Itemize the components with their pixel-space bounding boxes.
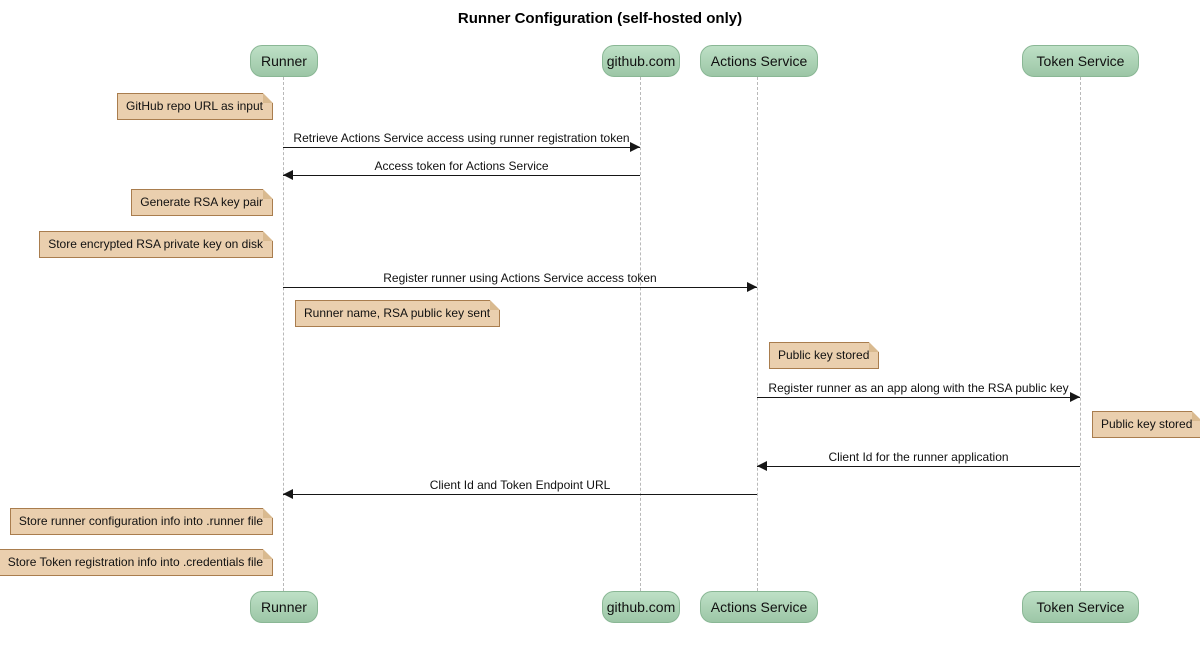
arrowhead-right-icon [747, 282, 757, 292]
note-store-credentials-file: Store Token registration info into .cred… [0, 549, 274, 576]
participant-github-bottom: github.com [602, 591, 680, 623]
lifeline-runner [283, 77, 284, 591]
message-label-register-runner: Register runner using Actions Service ac… [383, 271, 657, 285]
message-line [283, 287, 757, 288]
participant-actions-service-top: Actions Service [700, 45, 818, 77]
note-generate-rsa: Generate RSA key pair [131, 189, 273, 216]
message-label-register-app: Register runner as an app along with the… [768, 381, 1069, 395]
message-line [757, 466, 1080, 467]
message-label-access-token: Access token for Actions Service [374, 159, 549, 173]
diagram-title: Runner Configuration (self-hosted only) [457, 10, 743, 27]
participant-actions-service-bottom: Actions Service [700, 591, 818, 623]
message-line [283, 175, 640, 176]
note-store-runner-file: Store runner configuration info into .ru… [9, 508, 274, 535]
arrowhead-left-icon [283, 170, 293, 180]
arrowhead-right-icon [1070, 392, 1080, 402]
participant-token-service-top: Token Service [1022, 45, 1139, 77]
participant-github-top: github.com [602, 45, 680, 77]
note-public-key-stored-actions: Public key stored [769, 342, 880, 369]
arrowhead-left-icon [757, 461, 767, 471]
message-label-retrieve-access: Retrieve Actions Service access using ru… [293, 131, 630, 145]
participant-token-service-bottom: Token Service [1022, 591, 1139, 623]
participant-runner-bottom: Runner [250, 591, 318, 623]
participant-runner-top: Runner [250, 45, 318, 77]
note-public-key-stored-token: Public key stored [1092, 411, 1200, 438]
arrowhead-left-icon [283, 489, 293, 499]
message-line [757, 397, 1080, 398]
message-label-client-id-endpoint: Client Id and Token Endpoint URL [429, 478, 611, 492]
lifeline-token-service [1080, 77, 1081, 591]
message-line [283, 147, 640, 148]
message-line [283, 494, 757, 495]
note-github-repo-url: GitHub repo URL as input [117, 93, 273, 120]
note-runner-name-sent: Runner name, RSA public key sent [295, 300, 501, 327]
message-label-client-id: Client Id for the runner application [828, 450, 1009, 464]
arrowhead-right-icon [630, 142, 640, 152]
lifeline-github [640, 77, 641, 591]
note-store-private-key: Store encrypted RSA private key on disk [39, 231, 273, 258]
lifeline-actions-service [757, 77, 758, 591]
